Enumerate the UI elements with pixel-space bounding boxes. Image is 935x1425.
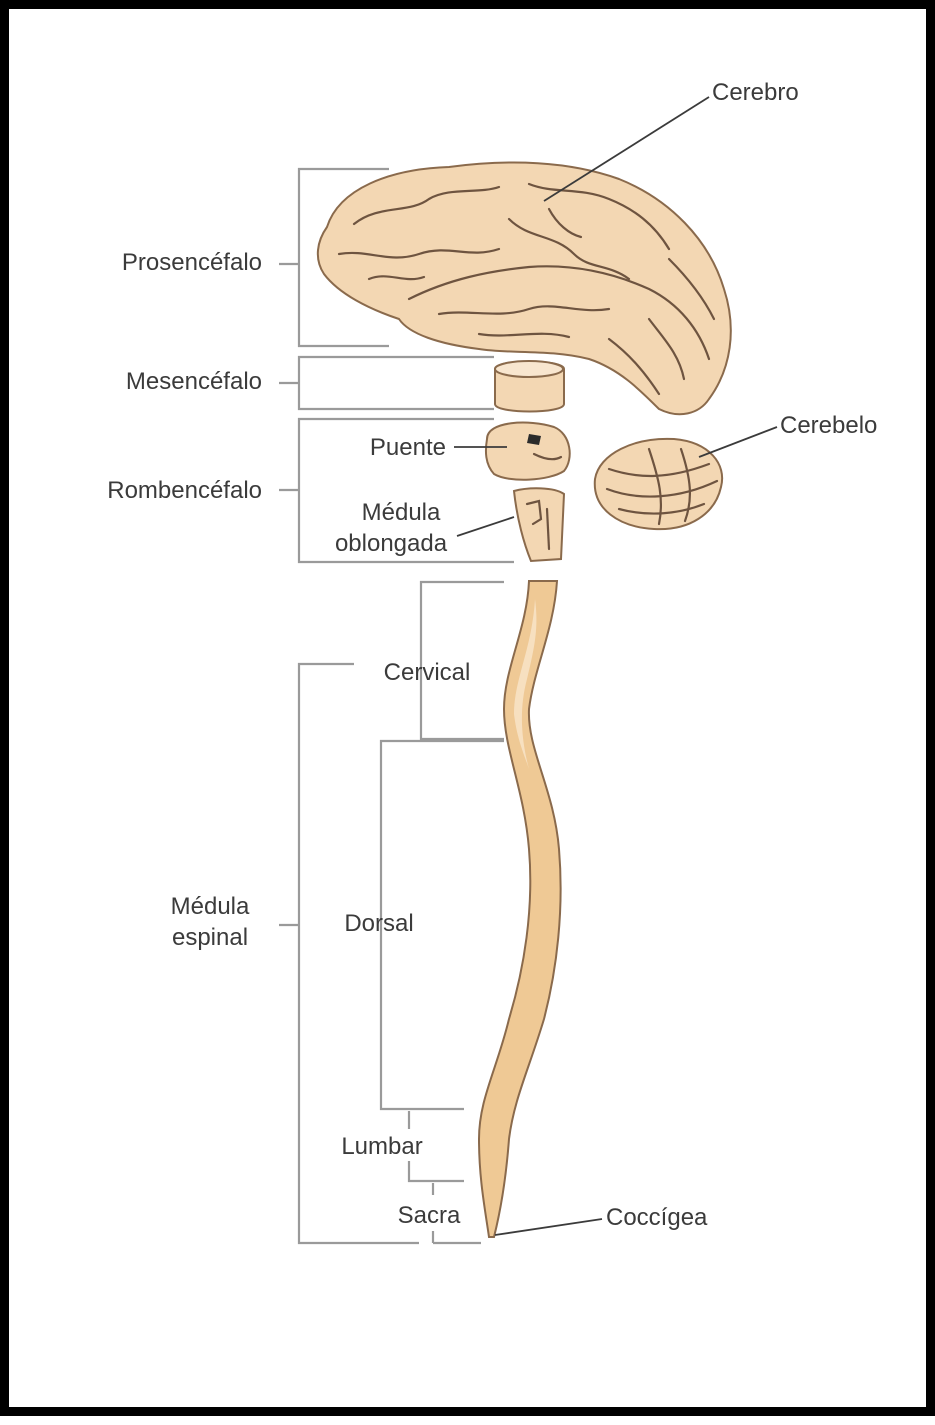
label-cerebelo: Cerebelo (780, 412, 877, 439)
label-medula-oblongada-line1: Médula (362, 499, 441, 526)
label-sacra: Sacra (398, 1202, 461, 1229)
pons (486, 423, 570, 480)
label-coccigea: Coccígea (606, 1204, 708, 1231)
label-puente: Puente (370, 434, 446, 461)
midbrain (495, 361, 564, 412)
nervous-system-diagram: Cerebro Prosencéfalo Mesencéfalo Rombenc… (9, 9, 935, 1425)
spinal-cord (479, 581, 561, 1237)
label-rombencefalo: Rombencéfalo (107, 477, 262, 504)
cerebellum (595, 439, 722, 529)
label-medula-espinal-line2: espinal (172, 924, 248, 951)
label-prosencefalo: Prosencéfalo (122, 249, 262, 276)
label-dorsal: Dorsal (344, 910, 413, 937)
label-lumbar: Lumbar (341, 1133, 422, 1160)
label-cerebro: Cerebro (712, 79, 799, 106)
medulla-oblongata (514, 488, 564, 561)
label-mesencefalo: Mesencéfalo (126, 368, 262, 395)
label-medula-espinal-line1: Médula (171, 893, 250, 920)
label-medula-oblongada-line2: oblongada (335, 530, 448, 557)
label-cervical: Cervical (384, 659, 471, 686)
